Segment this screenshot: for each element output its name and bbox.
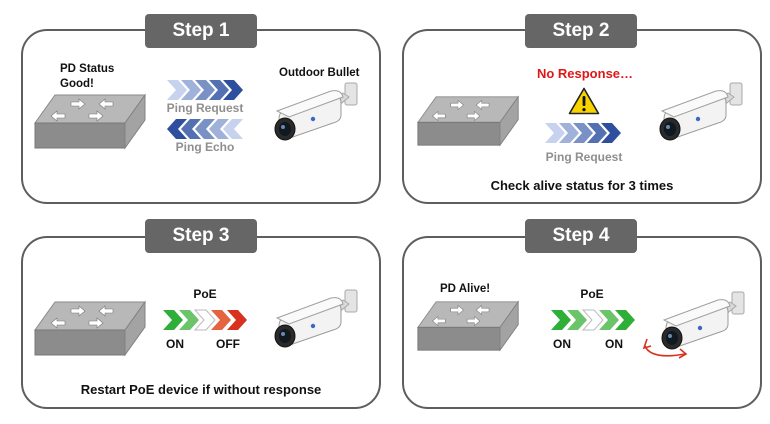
on-label: ON [553,337,571,351]
step-2-caption: Check alive status for 3 times [490,178,674,193]
ping-request-arrows [545,123,621,143]
camera-label: Outdoor Bullet [279,67,360,79]
bullet-camera-icon [661,291,745,350]
chevron-arrow-icon [227,310,247,330]
network-switch-icon [34,93,146,150]
poe-on-on-arrows [551,309,635,331]
step-3-caption: Restart PoE device if without response [80,382,322,397]
ping-echo-label: Ping Echo [175,140,235,154]
step-2-title: Step 2 [525,14,637,48]
poe-label: PoE [580,287,604,301]
poe-label: PoE [193,287,217,301]
chevron-arrow-icon [587,123,607,143]
pd-status-text: PD Status [60,63,115,75]
chevron-arrow-icon [211,310,231,330]
chevron-arrow-icon [181,80,201,100]
pd-status-value: Good! [60,78,94,90]
chevron-arrow-icon [559,123,579,143]
network-switch-icon [416,95,520,147]
ping-echo-arrows [167,119,243,139]
step-1-title: Step 1 [145,14,257,48]
network-switch-icon [34,300,146,357]
off-label: OFF [216,337,240,351]
chevron-arrow-icon [615,310,635,330]
bullet-camera-icon [274,289,358,348]
chevron-arrow-icon [209,80,229,100]
on-label: ON [166,337,184,351]
chevron-arrow-icon [167,80,187,100]
poe-on-off-arrows [163,309,247,331]
step-4-title: Step 4 [525,219,637,253]
warning-icon [568,87,600,115]
bullet-camera-icon [659,82,743,141]
chevron-arrow-icon [209,119,229,139]
chevron-arrow-icon [223,119,243,139]
on-label-2: ON [605,337,623,351]
ping-request-label: Ping Request [166,101,244,115]
bullet-camera-icon [274,82,358,141]
chevron-arrow-icon [567,310,587,330]
rotation-arrow-icon [642,338,688,359]
chevron-arrow-icon [599,310,619,330]
chevron-arrow-icon [179,310,199,330]
chevron-arrow-icon [601,123,621,143]
chevron-arrow-icon [223,80,243,100]
pd-alive-label: PD Alive! [440,283,491,295]
chevron-arrow-icon [573,123,593,143]
chevron-arrow-icon [195,119,215,139]
chevron-arrow-icon [167,119,187,139]
pd-status-label: PD Status Good! [60,62,114,92]
chevron-arrow-icon [181,119,201,139]
step-3-title: Step 3 [145,219,257,253]
chevron-arrow-icon [551,310,571,330]
ping-request-label: Ping Request [545,150,623,164]
no-response-alert: No Response… [536,66,634,81]
chevron-arrow-icon [193,309,216,331]
chevron-arrow-icon [163,310,183,330]
chevron-arrow-icon [581,309,604,331]
chevron-arrow-icon [545,123,565,143]
chevron-arrow-icon [195,80,215,100]
network-switch-icon [416,300,520,352]
ping-request-arrows [167,80,243,100]
